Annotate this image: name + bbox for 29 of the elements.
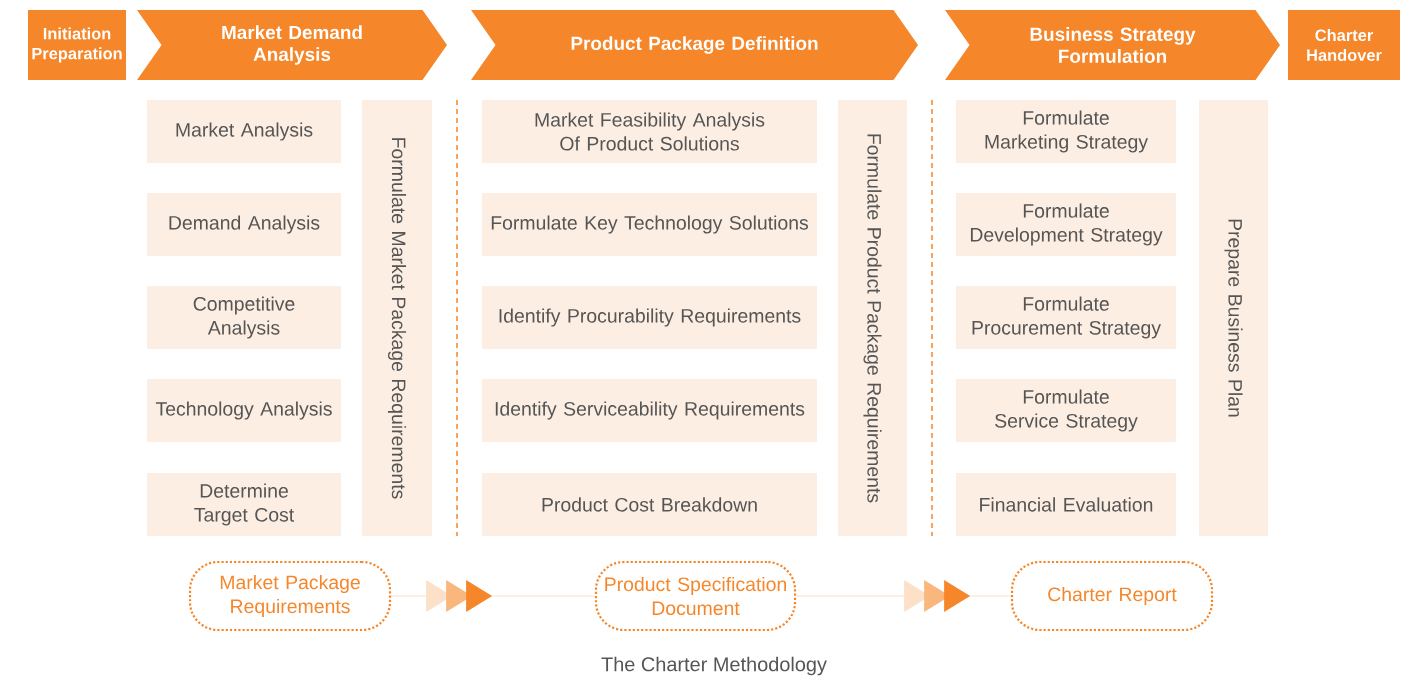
activity-box: Identify Procurability Requirements: [482, 286, 817, 349]
phase-banner: Market Demand Analysis: [137, 10, 447, 80]
activity-box: Market Analysis: [147, 100, 341, 163]
activity-box: Formulate Marketing Strategy: [956, 100, 1176, 163]
requirements-bar: Formulate Product Package Requirements: [838, 100, 907, 536]
activity-box: Financial Evaluation: [956, 473, 1176, 536]
phase-box: Initiation Preparation: [28, 10, 126, 80]
requirements-bar: Prepare Business Plan: [1199, 100, 1268, 536]
activity-box: Technology Analysis: [147, 379, 341, 442]
activity-box: Formulate Development Strategy: [956, 193, 1176, 256]
caption: The Charter Methodology: [601, 656, 827, 676]
activity-box: Identify Serviceability Requirements: [482, 379, 817, 442]
requirements-bar: Formulate Market Package Requirements: [362, 100, 432, 536]
arrow: [795, 580, 1012, 612]
deliverable-box: Market Package Requirements: [188, 560, 392, 632]
phase-banner: Product Package Definition: [471, 10, 918, 80]
deliverable-box: Charter Report: [1010, 560, 1214, 632]
activity-box: Competitive Analysis: [147, 286, 341, 349]
phase-box: Charter Handover: [1288, 10, 1400, 80]
activity-box: Determine Target Cost: [147, 473, 341, 536]
activity-box: Formulate Service Strategy: [956, 379, 1176, 442]
deliverable-box: Product Specification Document: [594, 560, 797, 632]
activity-box: Demand Analysis: [147, 193, 341, 256]
activity-box: Product Cost Breakdown: [482, 473, 817, 536]
activity-box: Formulate Procurement Strategy: [956, 286, 1176, 349]
activity-box: Market Feasibility Analysis Of Product Solutions: [482, 100, 817, 163]
phase-banner: Business Strategy Formulation: [945, 10, 1280, 80]
activity-box: Formulate Key Technology Solutions: [482, 193, 817, 256]
arrow: [390, 580, 596, 612]
